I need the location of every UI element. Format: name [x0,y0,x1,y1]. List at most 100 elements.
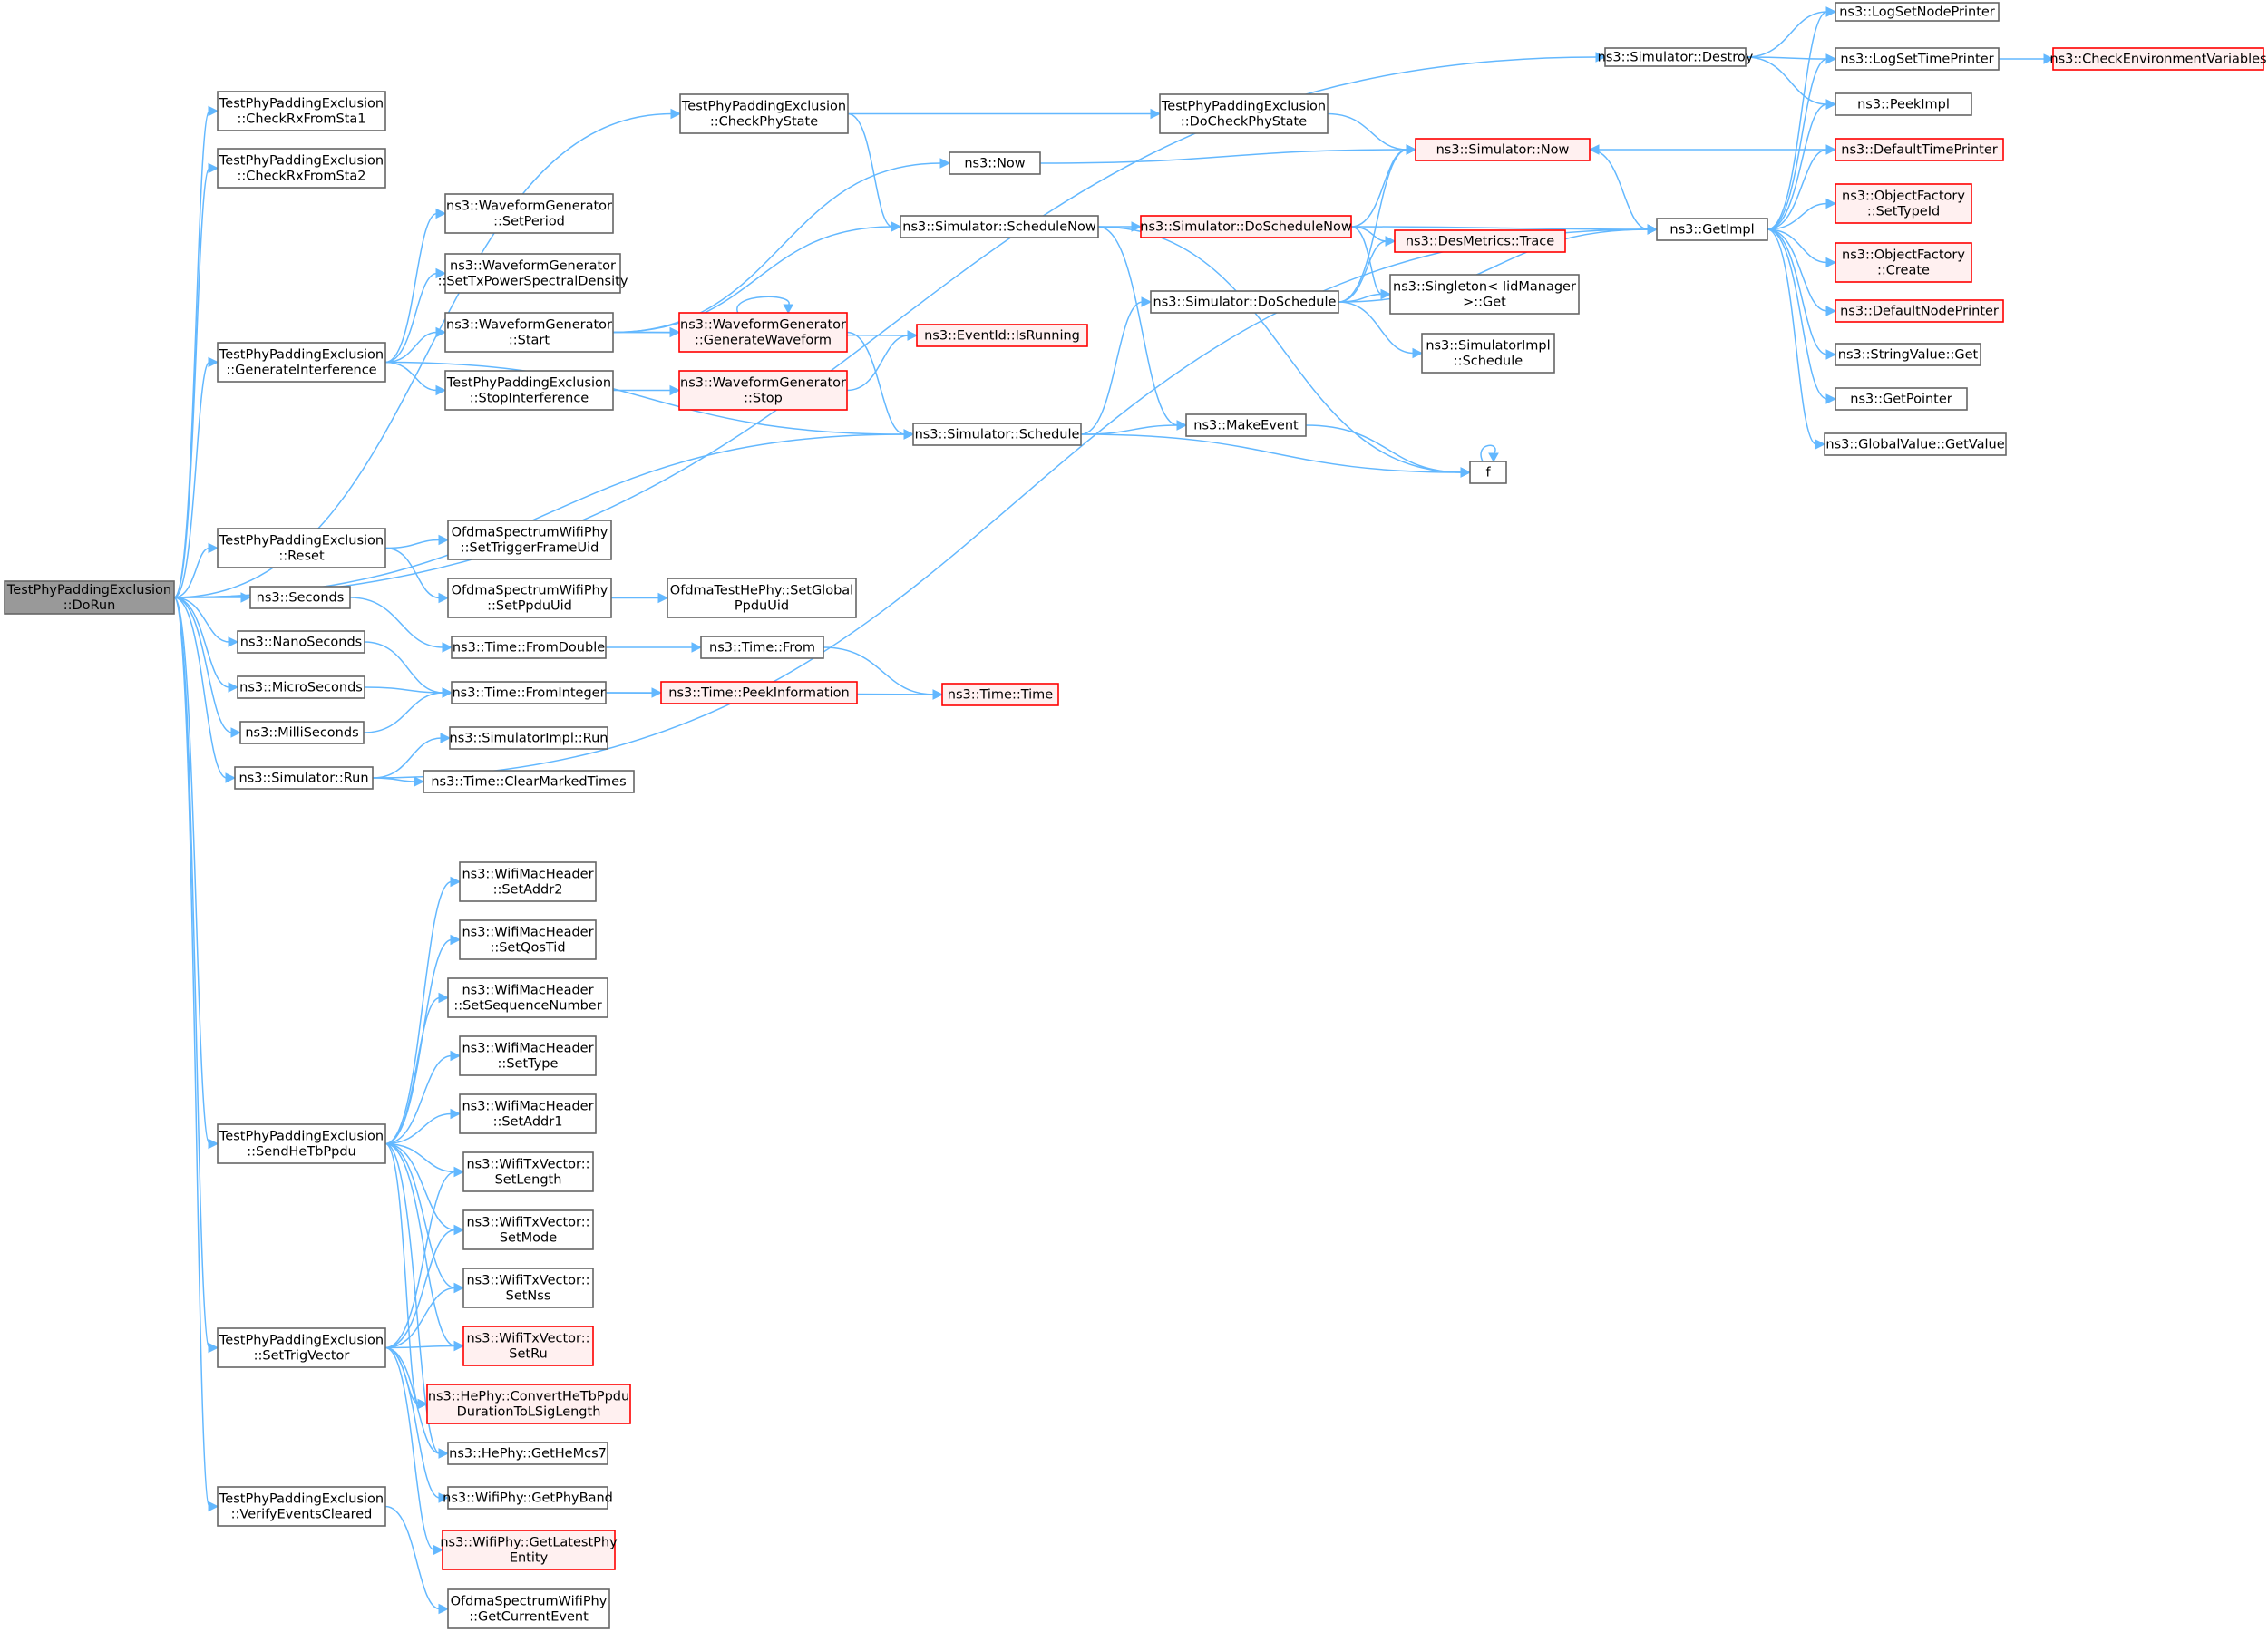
node-box [1835,242,1972,283]
node-label: ns3::GetImpl [1669,223,1754,238]
edge-stop-interf-to-wg-stop [613,384,681,396]
node-box [700,636,824,659]
node-set-qos-tid[interactable]: ns3::WifiMacHeader::SetQosTid [459,919,597,960]
node-of-set-type-id[interactable]: ns3::ObjectFactory::SetTypeId [1835,183,1972,224]
node-do-sched-now[interactable]: ns3::Simulator::DoScheduleNow [1140,215,1352,238]
node-sim-destroy[interactable]: ns3::Simulator::Destroy [1598,47,1754,67]
node-wg-set-period[interactable]: ns3::WaveformGenerator::SetPeriod [444,193,614,234]
node-do-schedule[interactable]: ns3::Simulator::DoSchedule [1150,290,1339,314]
node-set-seq-num[interactable]: ns3::WifiMacHeader::SetSequenceNumber [447,977,608,1018]
node-get-he-mcs7[interactable]: ns3::HePhy::GetHeMcs7 [447,1442,608,1465]
node-get-pointer[interactable]: ns3::GetPointer [1835,387,1968,411]
node-event-is-running[interactable]: ns3::EventId::IsRunning [916,324,1088,347]
node-check-phy-state[interactable]: TestPhyPaddingExclusion::CheckPhyState [679,93,849,134]
node-str-val-get[interactable]: ns3::StringValue::Get [1835,343,1981,366]
node-check-env[interactable]: ns3::CheckEnvironmentVariables [2049,47,2267,71]
node-label: ns3::Simulator::Now [1436,143,1570,158]
node-set-type[interactable]: ns3::WifiMacHeader::SetType [459,1035,597,1076]
node-verify-events[interactable]: TestPhyPaddingExclusion::VerifyEventsCle… [217,1486,386,1527]
node-milli-seconds[interactable]: ns3::MilliSeconds [239,721,365,744]
node-sim-impl-run[interactable]: ns3::SimulatorImpl::Run [449,726,608,750]
node-check-rx-sta2[interactable]: TestPhyPaddingExclusion::CheckRxFromSta2 [217,148,386,189]
node-label: ns3::MicroSeconds [239,681,363,695]
node-box [423,770,635,793]
node-set-length[interactable]: ns3::WifiTxVector::SetLength [462,1151,594,1192]
node-label: ns3::Simulator::Run [238,772,368,786]
node-gen-interf[interactable]: TestPhyPaddingExclusion::GenerateInterfe… [217,342,386,383]
node-label: ::GenerateWaveform [695,334,832,348]
node-wg-stop[interactable]: ns3::WaveformGenerator::Stop [678,370,848,411]
node-singleton-get[interactable]: ns3::Singleton< IidManager>::Get [1389,274,1580,315]
node-set-trig-vector[interactable]: TestPhyPaddingExclusion::SetTrigVector [217,1327,386,1368]
node-nano-seconds[interactable]: ns3::NanoSeconds [237,630,365,654]
node-log-set-time[interactable]: ns3::LogSetTimePrinter [1835,47,2000,71]
node-seconds[interactable]: ns3::Seconds [249,586,351,609]
node-from-integer[interactable]: ns3::Time::FromInteger [451,681,607,704]
node-box [1835,299,2004,323]
node-label: ns3::Simulator::Destroy [1598,51,1754,65]
node-clear-marked[interactable]: ns3::Time::ClearMarkedTimes [423,770,635,793]
node-def-time-printer[interactable]: ns3::DefaultTimePrinter [1835,138,2004,161]
node-do-check-phy-state[interactable]: TestPhyPaddingExclusion::DoCheckPhyState [1159,93,1329,134]
node-label: ns3::CheckEnvironmentVariables [2049,53,2266,67]
node-peek-info[interactable]: ns3::Time::PeekInformation [660,681,858,704]
node-make-event[interactable]: ns3::MakeEvent [1185,413,1307,437]
node-sim-run[interactable]: ns3::Simulator::Run [234,766,374,790]
node-box [217,528,386,568]
node-stop-interf[interactable]: TestPhyPaddingExclusion::StopInterferenc… [444,370,614,411]
node-sched-now[interactable]: ns3::Simulator::ScheduleNow [900,215,1099,238]
node-of-create[interactable]: ns3::ObjectFactory::Create [1835,242,1972,283]
node-peek-impl[interactable]: ns3::PeekImpl [1835,92,1972,116]
node-box [1469,461,1507,484]
node-box [462,1326,594,1366]
node-label: ::GetCurrentEvent [469,1610,589,1625]
node-set-nss[interactable]: ns3::WifiTxVector::SetNss [462,1268,594,1308]
node-sim-schedule[interactable]: ns3::Simulator::Schedule [912,423,1082,446]
node-gv-get-value[interactable]: ns3::GlobalValue::GetValue [1824,432,2007,456]
edge-get-impl-to-get-pointer [1767,228,1837,404]
node-label: ::SetPeriod [493,215,565,229]
node-now[interactable]: ns3::Now [949,151,1041,175]
node-from-double[interactable]: ns3::Time::FromDouble [451,636,607,659]
node-label: ::Create [1877,264,1930,278]
node-set-mode[interactable]: ns3::WifiTxVector::SetMode [462,1209,594,1250]
edge-root-to-milli-seconds [173,597,242,738]
node-set-ppdu-uid[interactable]: OfdmaSpectrumWifiPhy::SetPpduUid [447,578,612,618]
node-set-addr2[interactable]: ns3::WifiMacHeader::SetAddr2 [459,861,597,902]
node-wg-start[interactable]: ns3::WaveformGenerator::Start [444,312,614,353]
node-micro-seconds[interactable]: ns3::MicroSeconds [237,675,365,699]
node-box [447,1442,608,1465]
edge-f-to-f [1480,444,1499,463]
node-time-time[interactable]: ns3::Time::Time [941,683,1059,706]
node-get-impl[interactable]: ns3::GetImpl [1656,218,1768,241]
node-label: ns3::WifiTxVector:: [466,1216,589,1230]
node-box [1140,215,1352,238]
node-label: ::SetType [498,1057,559,1072]
node-box [1394,229,1566,253]
node-set-addr1[interactable]: ns3::WifiMacHeader::SetAddr1 [459,1093,597,1134]
node-get-current-event[interactable]: OfdmaSpectrumWifiPhy::GetCurrentEvent [447,1588,610,1629]
node-label: TestPhyPaddingExclusion [219,1334,384,1348]
node-root[interactable]: TestPhyPaddingExclusion::DoRun [4,580,175,615]
node-convert-he-tb[interactable]: ns3::HePhy::ConvertHeTbPpduDurationToLSi… [426,1384,631,1424]
node-sim-impl-schedule[interactable]: ns3::SimulatorImpl::Schedule [1421,333,1555,374]
node-reset[interactable]: TestPhyPaddingExclusion::Reset [217,528,386,568]
node-check-rx-sta1[interactable]: TestPhyPaddingExclusion::CheckRxFromSta1 [217,91,386,131]
node-def-node-printer[interactable]: ns3::DefaultNodePrinter [1835,299,2004,323]
node-get-phy-band[interactable]: ns3::WifiPhy::GetPhyBand [443,1486,613,1510]
node-time-from[interactable]: ns3::Time::From [700,636,824,659]
node-box [444,193,614,234]
node-box [249,586,351,609]
node-set-ru[interactable]: ns3::WifiTxVector::SetRu [462,1326,594,1366]
node-wg-gen-wave[interactable]: ns3::WaveformGenerator::GenerateWaveform [678,312,848,353]
node-des-trace[interactable]: ns3::DesMetrics::Trace [1394,229,1566,253]
node-f[interactable]: f [1469,461,1507,484]
edge-root-to-sim-destroy [173,52,1607,598]
node-sim-now[interactable]: ns3::Simulator::Now [1415,138,1591,161]
node-wg-set-tx-psd[interactable]: ns3::WaveformGenerator::SetTxPowerSpectr… [438,253,628,294]
node-set-trig-uid[interactable]: OfdmaSpectrumWifiPhy::SetTriggerFrameUid [447,520,612,560]
node-send-he-tb-ppdu[interactable]: TestPhyPaddingExclusion::SendHeTbPpdu [217,1123,386,1164]
node-log-set-node[interactable]: ns3::LogSetNodePrinter [1835,2,2000,22]
